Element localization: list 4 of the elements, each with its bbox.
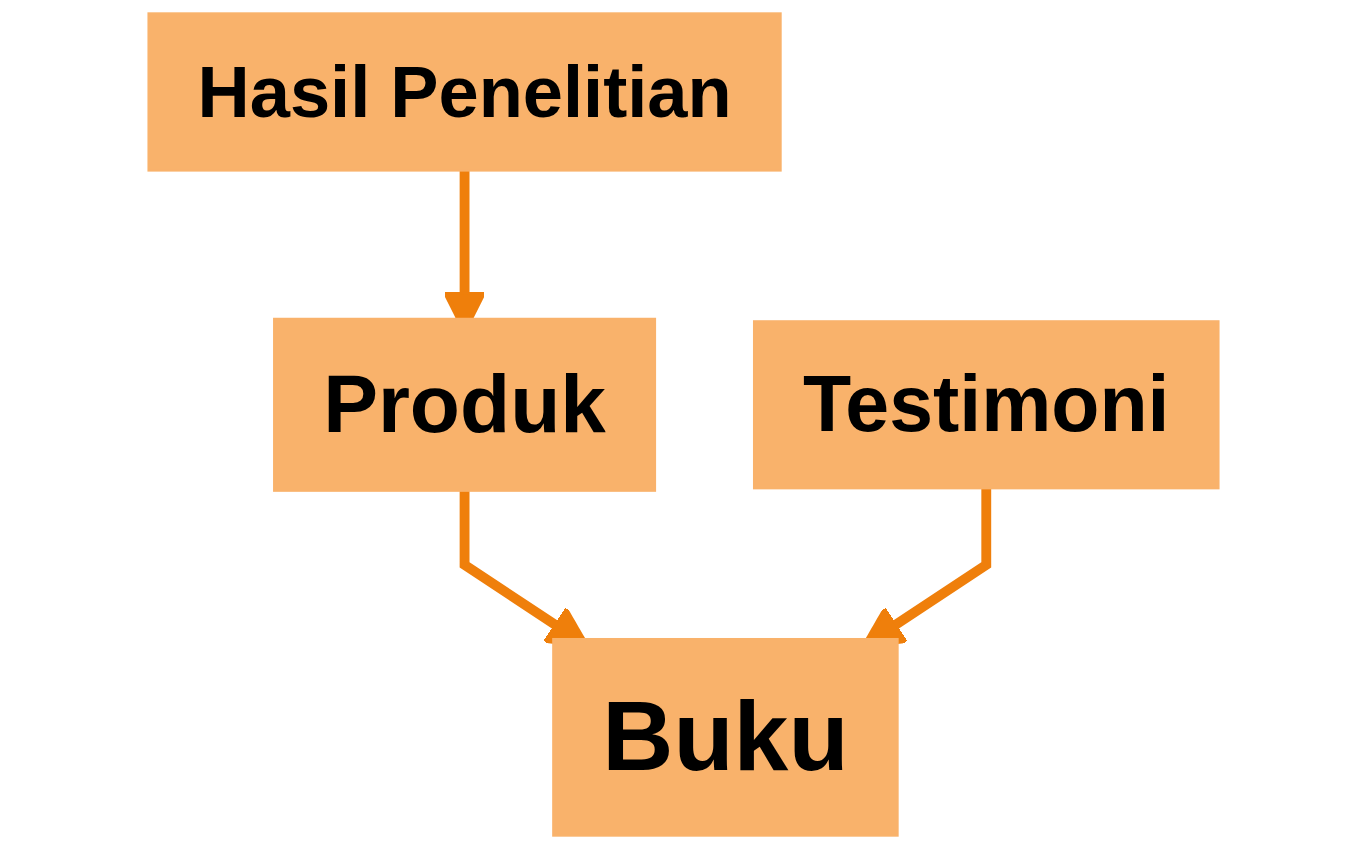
node-box: Hasil Penelitian [147,12,782,172]
node-box: Produk [273,317,657,492]
node-box: Testimoni [752,320,1220,490]
node-box: Buku [552,637,899,837]
